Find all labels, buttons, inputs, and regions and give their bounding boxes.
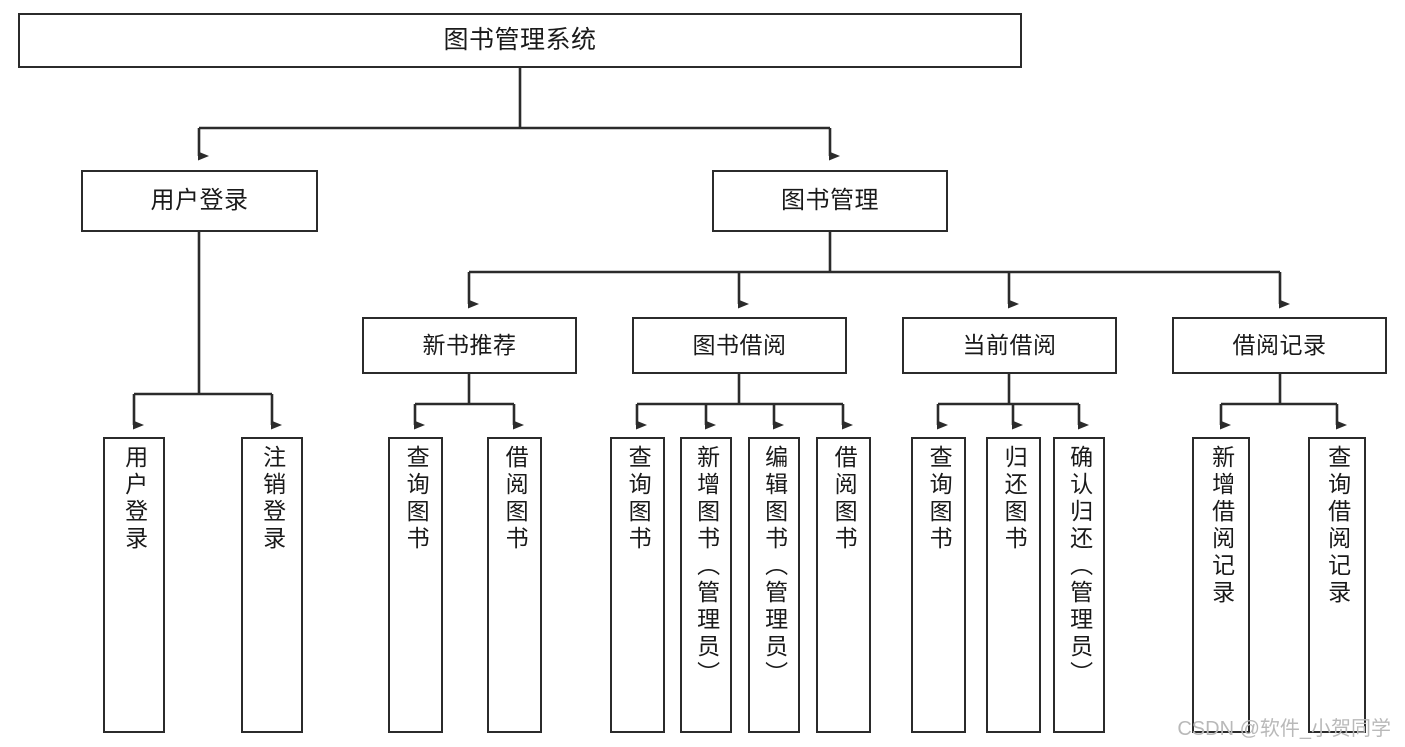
node-user-login[interactable]: 用户登录 — [81, 170, 318, 232]
leaf-node[interactable]: 借阅图书 — [816, 437, 871, 733]
leaf-label: 借阅图书 — [831, 445, 858, 553]
edges-borrow-book — [635, 374, 853, 430]
edges-new-book — [413, 374, 524, 430]
node-borrow-record[interactable]: 借阅记录 — [1172, 317, 1387, 374]
watermark: CSDN @软件_小贺同学 — [1177, 718, 1391, 740]
leaf-label: 查询图书 — [403, 445, 430, 553]
node-current-borrow[interactable]: 当前借阅 — [902, 317, 1117, 374]
node-current-borrow-label: 当前借阅 — [962, 331, 1057, 358]
leaf-node[interactable]: 新增借阅记录 — [1192, 437, 1250, 733]
node-new-book-recommend[interactable]: 新书推荐 — [362, 317, 577, 374]
leaf-node[interactable]: 新增图书（管理员） — [680, 437, 732, 733]
edges-root — [197, 68, 840, 161]
leaf-label: 查询图书 — [625, 445, 652, 553]
edges-current-borrow — [936, 374, 1089, 430]
node-book-borrow-label: 图书借阅 — [692, 331, 787, 358]
leaf-node[interactable]: 归还图书 — [986, 437, 1041, 733]
node-user-login-label: 用户登录 — [150, 186, 249, 214]
edges-book-mgmt — [467, 232, 1290, 309]
leaf-node[interactable]: 编辑图书（管理员） — [748, 437, 800, 733]
node-book-management-label: 图书管理 — [781, 186, 879, 214]
node-book-borrow[interactable]: 图书借阅 — [632, 317, 847, 374]
node-root-label: 图书管理系统 — [443, 25, 597, 54]
leaf-node[interactable]: 查询图书 — [911, 437, 966, 733]
leaf-label: 用户登录 — [121, 445, 148, 553]
leaf-label: 注销登录 — [259, 445, 286, 553]
leaf-node[interactable]: 借阅图书 — [487, 437, 542, 733]
edges-user-login — [132, 232, 282, 430]
leaf-label: 查询借阅记录 — [1324, 445, 1351, 607]
leaf-label: 确认归还（管理员） — [1066, 445, 1093, 688]
leaf-node[interactable]: 确认归还（管理员） — [1053, 437, 1105, 733]
leaf-label: 借阅图书 — [502, 445, 529, 553]
leaf-label: 查询图书 — [926, 445, 953, 553]
node-root[interactable]: 图书管理系统 — [18, 13, 1022, 68]
edges-borrow-record — [1219, 374, 1347, 430]
leaf-label: 编辑图书（管理员） — [761, 445, 788, 688]
leaf-node[interactable]: 注销登录 — [241, 437, 303, 733]
leaf-node[interactable]: 查询借阅记录 — [1308, 437, 1366, 733]
leaf-node[interactable]: 查询图书 — [388, 437, 443, 733]
leaf-label: 新增图书（管理员） — [693, 445, 720, 688]
leaf-label: 新增借阅记录 — [1208, 445, 1235, 607]
leaf-node[interactable]: 查询图书 — [610, 437, 665, 733]
node-borrow-record-label: 借阅记录 — [1232, 331, 1327, 358]
node-book-management[interactable]: 图书管理 — [712, 170, 948, 232]
node-new-book-recommend-label: 新书推荐 — [422, 331, 517, 358]
leaf-label: 归还图书 — [1001, 445, 1028, 553]
leaf-node[interactable]: 用户登录 — [103, 437, 165, 733]
